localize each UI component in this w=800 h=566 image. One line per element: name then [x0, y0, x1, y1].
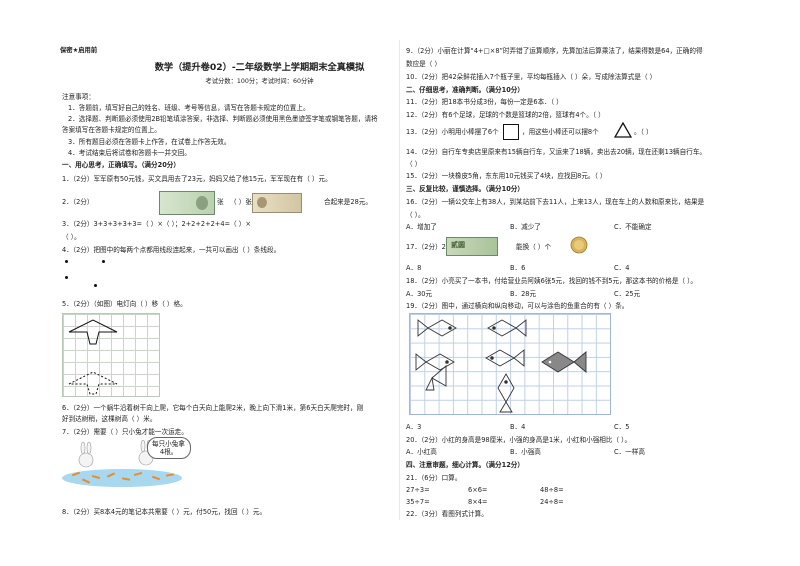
question-7: 7．（2分）需要（ ）只小兔才能一次运走。: [62, 428, 188, 436]
question-1: 1．（2分）军军原有50元钱，买文具用去了23元，妈妈又给了他15元，军军现在有…: [62, 175, 332, 183]
note-3: 3．所有题目必须在答题卡上作答，在试卷上作答无效。: [68, 138, 231, 146]
lamp-figures: [68, 319, 118, 395]
question-2-blank: （ ）张: [230, 198, 252, 206]
question-13-c: 。（ ）: [634, 128, 653, 136]
option-17-c[interactable]: C．4: [614, 264, 630, 272]
point: [94, 284, 97, 287]
section-2-heading: 二、仔细思考，准确判断。（满分10分）: [406, 86, 524, 94]
question-14-cont: （ ）: [406, 160, 422, 168]
coin-icon: [570, 236, 588, 254]
lamp-grid: [62, 313, 160, 397]
option-17-b[interactable]: B．6: [510, 264, 526, 272]
two-yuan-banknote: 贰圆: [446, 237, 498, 256]
calc-6: 24÷8=: [540, 498, 564, 506]
note-4: 4．考试结束后将试卷和答题卡一并交回。: [68, 149, 191, 157]
banknote-label: 贰圆: [451, 241, 465, 249]
question-15: 15．（2分）一块橡皮5角，东东用10元钱买了4块，应找回8元。（ ）: [406, 172, 607, 180]
question-18: 18．（2分）小亮买了一本书，付给营业员阿姨6张5元，找回的钱不到5元，那这本书…: [406, 277, 698, 285]
option-18-a[interactable]: A．30元: [406, 290, 433, 298]
banknote-image-2: [252, 193, 302, 213]
question-2-prefix: 2．（2分）: [62, 198, 94, 206]
question-9-cont: 数应是（ ）: [406, 60, 442, 68]
question-16-cont: （ ）。: [406, 211, 425, 219]
option-20-c[interactable]: C．一样高: [614, 448, 645, 456]
question-6: 6．（2分）一个蜗牛沿着树干向上爬，它每个白天向上能爬2米，晚上向下滑1米，第6…: [62, 404, 364, 412]
option-16-b[interactable]: B．减少了: [510, 223, 541, 231]
question-19: 19．（2分）图中，通过横向和纵向移动，可以与涂色的鱼重合的有（ ）条。: [406, 302, 629, 310]
point: [65, 276, 68, 279]
square-icon: [503, 124, 519, 140]
option-16-c[interactable]: C．不能确定: [614, 223, 652, 231]
option-19-b[interactable]: B．4: [510, 423, 526, 431]
question-6-cont: 好到达树稍，这棵树高（ ）米。: [62, 415, 157, 423]
calc-3: 48÷8=: [540, 486, 564, 494]
option-19-c[interactable]: C．5: [614, 423, 630, 431]
question-3-cont: （ ）。: [62, 233, 81, 241]
calc-2: 6×6=: [468, 486, 488, 494]
question-16: 16．（2分）一辆公交车上有38人，到某站前下去11人，上来13人，现在车上的人…: [406, 198, 705, 206]
calc-4: 35÷7=: [406, 498, 430, 506]
option-20-a[interactable]: A．小红高: [406, 448, 437, 456]
question-3: 3．（2分）3+3+3+3+3=（ ）×（ ）；2+2+2+2+4=（ ）×: [62, 220, 251, 228]
notes-heading: 注意事项：: [62, 93, 95, 101]
option-17-a[interactable]: A．8: [406, 264, 422, 272]
question-14: 14．（2分）自行车专卖店里原来有15辆自行车，又运来了18辆，卖出去20辆，现…: [406, 148, 707, 156]
triangle-icon: [614, 122, 632, 138]
column-divider: [399, 40, 400, 520]
question-21: 21．（6分）口算。: [406, 474, 462, 482]
page-title: 数学（提升卷02）-二年级数学上学期期末全真模拟: [154, 62, 365, 73]
question-2-suffix: 合起来是28元。: [324, 198, 372, 206]
rabbit-illustration: [62, 439, 192, 488]
question-8: 8．（2分）买8本4元的笔记本共需要（ ）元，付50元，找回（ ）元。: [62, 508, 267, 516]
option-18-b[interactable]: B．28元: [510, 290, 537, 298]
option-19-a[interactable]: A．3: [406, 423, 422, 431]
section-3-heading: 三、反复比较，谨慎选择。（满分10分）: [406, 185, 524, 193]
banknote-image: [159, 191, 215, 215]
rabbit-carrot-icon: [62, 439, 182, 487]
question-2-unit: 张: [217, 198, 224, 206]
question-10: 10．（2分）把42朵鲜花插入7个瓶子里，平均每瓶插入（ ）朵，写成除法算式是（…: [406, 73, 657, 81]
question-13-b: ，用这些小棒还可以摆8个: [522, 128, 599, 136]
section-4-heading: 四、注意审题，细心计算。（满分12分）: [406, 461, 524, 469]
question-17-b: 能换（ ）个: [516, 243, 552, 251]
calc-5: 8×4=: [468, 498, 488, 506]
option-16-a[interactable]: A．增加了: [406, 223, 437, 231]
point: [65, 260, 68, 263]
question-12: 12．（2分）有6个足球，足球的个数是篮球的2倍，篮球有4个。（ ）: [406, 111, 605, 119]
fish-grid: [409, 313, 611, 415]
question-17-a: 17．（2分）2张: [406, 243, 453, 251]
note-1: 1．答题前，填写好自己的姓名、班级、考号等信息，请写在答题卡规定的位置上。: [68, 104, 310, 112]
section-1-heading: 一、用心思考，正确填写。（满分20分）: [62, 161, 180, 169]
secret-label: 保密★启用前: [60, 47, 98, 54]
fish-figures: [415, 319, 587, 413]
question-20: 20．（2分）小红的身高是98厘米，小强的身高是1米，小红和小强相比（ ）。: [406, 436, 632, 444]
question-5: 5．（2分）（如图）电灯向（ ）移（ ）格。: [62, 300, 187, 308]
point: [102, 260, 105, 263]
question-9: 9．（2分）小丽在计算“4+□×8”时弄错了运算顺序，先算加法后算乘法了，结果得…: [406, 47, 703, 55]
option-18-c[interactable]: C．25元: [614, 290, 641, 298]
question-22: 22．（3分）看图列式计算。: [406, 510, 488, 518]
exam-info: 考试分数：100分；考试时间：60分钟: [205, 78, 314, 85]
note-2b: 答案填写在答题卡规定的位置上。: [62, 126, 161, 134]
speech-bubble: 每只小兔拿 4根。: [147, 437, 191, 459]
question-11: 11．（2分）把18本书分成3份，每份一定是6本．（ ）: [406, 98, 563, 106]
calc-1: 27÷3=: [406, 486, 430, 494]
note-2a: 2．选择题、判断题必须使用2B铅笔填涂答案，非选择、判断题必须使用黑色墨迹签字笔…: [68, 115, 378, 123]
speech-bubble-text-2: 4根。: [160, 448, 178, 456]
speech-bubble-text-1: 每只小兔拿: [152, 440, 185, 448]
option-20-b[interactable]: B．小强高: [510, 448, 541, 456]
question-4: 4．（2分）把图中的每两个点都用线段连起来，一共可以画出（ ）条线段。: [62, 246, 281, 254]
question-13-a: 13．（2分）小明用小棒摆了6个: [406, 128, 499, 136]
